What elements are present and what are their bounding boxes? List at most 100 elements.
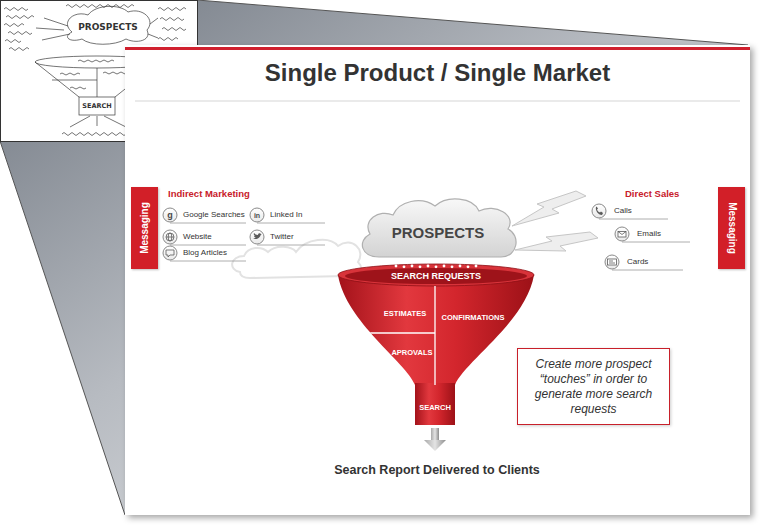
funnel-divider [434,286,435,385]
down-arrow [424,428,446,451]
cloud-label: PROSPECTS [392,225,485,240]
sketch-scribble [70,87,86,89]
item-underline [612,270,683,271]
sketch-scribble [8,32,32,35]
slide-panel [125,45,750,515]
request-drop [427,265,430,268]
funnel-stage: CONFIRMATIONS [440,306,507,324]
channel-item: Twitter [270,233,294,241]
request-drops [395,265,478,269]
callout-text: Create more prospect “touches” in order … [526,357,661,417]
email-icon [615,227,629,241]
request-drop [403,265,406,268]
diagram-title: Single Product / Single Market [125,58,750,88]
lightning-bolt [515,232,598,251]
funnel-opening [345,268,527,284]
funnel-dividers [336,286,435,385]
sketch-scribble [158,8,186,11]
group-heading: Direct Sales [625,189,679,199]
item-underline [257,245,325,246]
funnel-spout-shape [415,383,455,425]
funnel-stage: APROVALS [389,341,434,359]
sketch-scribble [78,60,114,62]
blog-glyph [166,250,174,257]
envelope-glyph [618,232,626,235]
globe-glyph [166,237,174,238]
sketch-funnel-divider [52,68,97,97]
group-heading: Indirect Marketing [168,189,250,199]
cloud-outline [362,199,516,257]
channel-item: Calls [614,207,632,215]
item-underline [170,223,246,224]
channel-item: Website [183,233,212,241]
sketch-scribble [60,73,80,75]
sketch-label: PROSPECTS [78,23,138,32]
sketch-line [36,18,70,40]
messaging-band: Messaging [131,187,158,269]
google-icon [163,208,177,222]
icon-glyph: in [254,212,260,219]
stage-label: SEARCH [419,403,451,412]
website-icon [163,230,177,244]
sketch-scribble [5,40,21,43]
messaging-band: Messaging [718,187,745,269]
title-divider [135,101,740,102]
sketch-funnel-spout [79,97,115,115]
globe-glyph [166,233,174,241]
stage-label: CONFIRMATIONS [442,313,505,322]
channel-item: Linked In [270,211,302,219]
projection-edge [0,141,125,515]
request-drop [395,265,398,268]
request-drop [475,265,478,268]
sketch-scribble [4,8,28,11]
item-underline [170,245,246,246]
stage-label: ESTIMATES [384,309,426,318]
arrow-head [424,440,446,451]
sketch-line [70,116,126,127]
band-label: Messaging [140,202,150,254]
sketch-scribble [66,5,134,8]
channel-item: Blog Articles [183,249,227,257]
request-drop [451,265,454,268]
projection-edge [197,0,748,45]
stage-label: APROVALS [391,348,432,357]
item-underline [170,261,246,262]
funnel-rim-label: SEARCH REQUESTS [391,272,481,281]
phone-glyph [596,207,603,216]
channel-item: Emails [637,230,661,238]
sketch-cloud [67,6,150,44]
sales-funnel: SEARCH REQUESTS ESTIMATES CONFIRMATIONS APR… [336,262,536,427]
sketch-scribble [162,28,186,31]
icon-glyph: g [167,211,173,220]
item-underline [257,223,325,224]
bird-glyph [253,233,262,239]
sketch-scribble [6,16,34,19]
sketch-scribble [158,38,178,41]
funnel-divider [336,332,435,333]
request-drop [435,265,438,268]
envelope-glyph [618,232,626,238]
request-drop [459,265,462,268]
sketch-scribble [9,48,29,51]
twitter-icon [250,230,264,244]
sketch-line [148,18,158,38]
prospects-cloud: PROSPECTS [355,195,521,261]
sketch-scribble [4,24,24,27]
item-underline [622,242,690,243]
arrow-shaft [431,428,439,440]
sketch-scribble [160,18,184,21]
funnel-stage: ESTIMATES [382,302,428,320]
card-glyph [609,261,615,263]
card-glyph [608,259,617,265]
phone-icon [592,204,606,218]
request-drop [467,265,470,268]
funnel-spout: SEARCH [417,396,453,414]
funnel-body [338,275,534,385]
channel-item: Cards [627,258,648,266]
slide-top-rule [125,47,750,50]
request-drop [411,265,414,268]
outcome-caption: Search Report Delivered to Clients [334,464,540,477]
blog-icon [163,246,177,260]
